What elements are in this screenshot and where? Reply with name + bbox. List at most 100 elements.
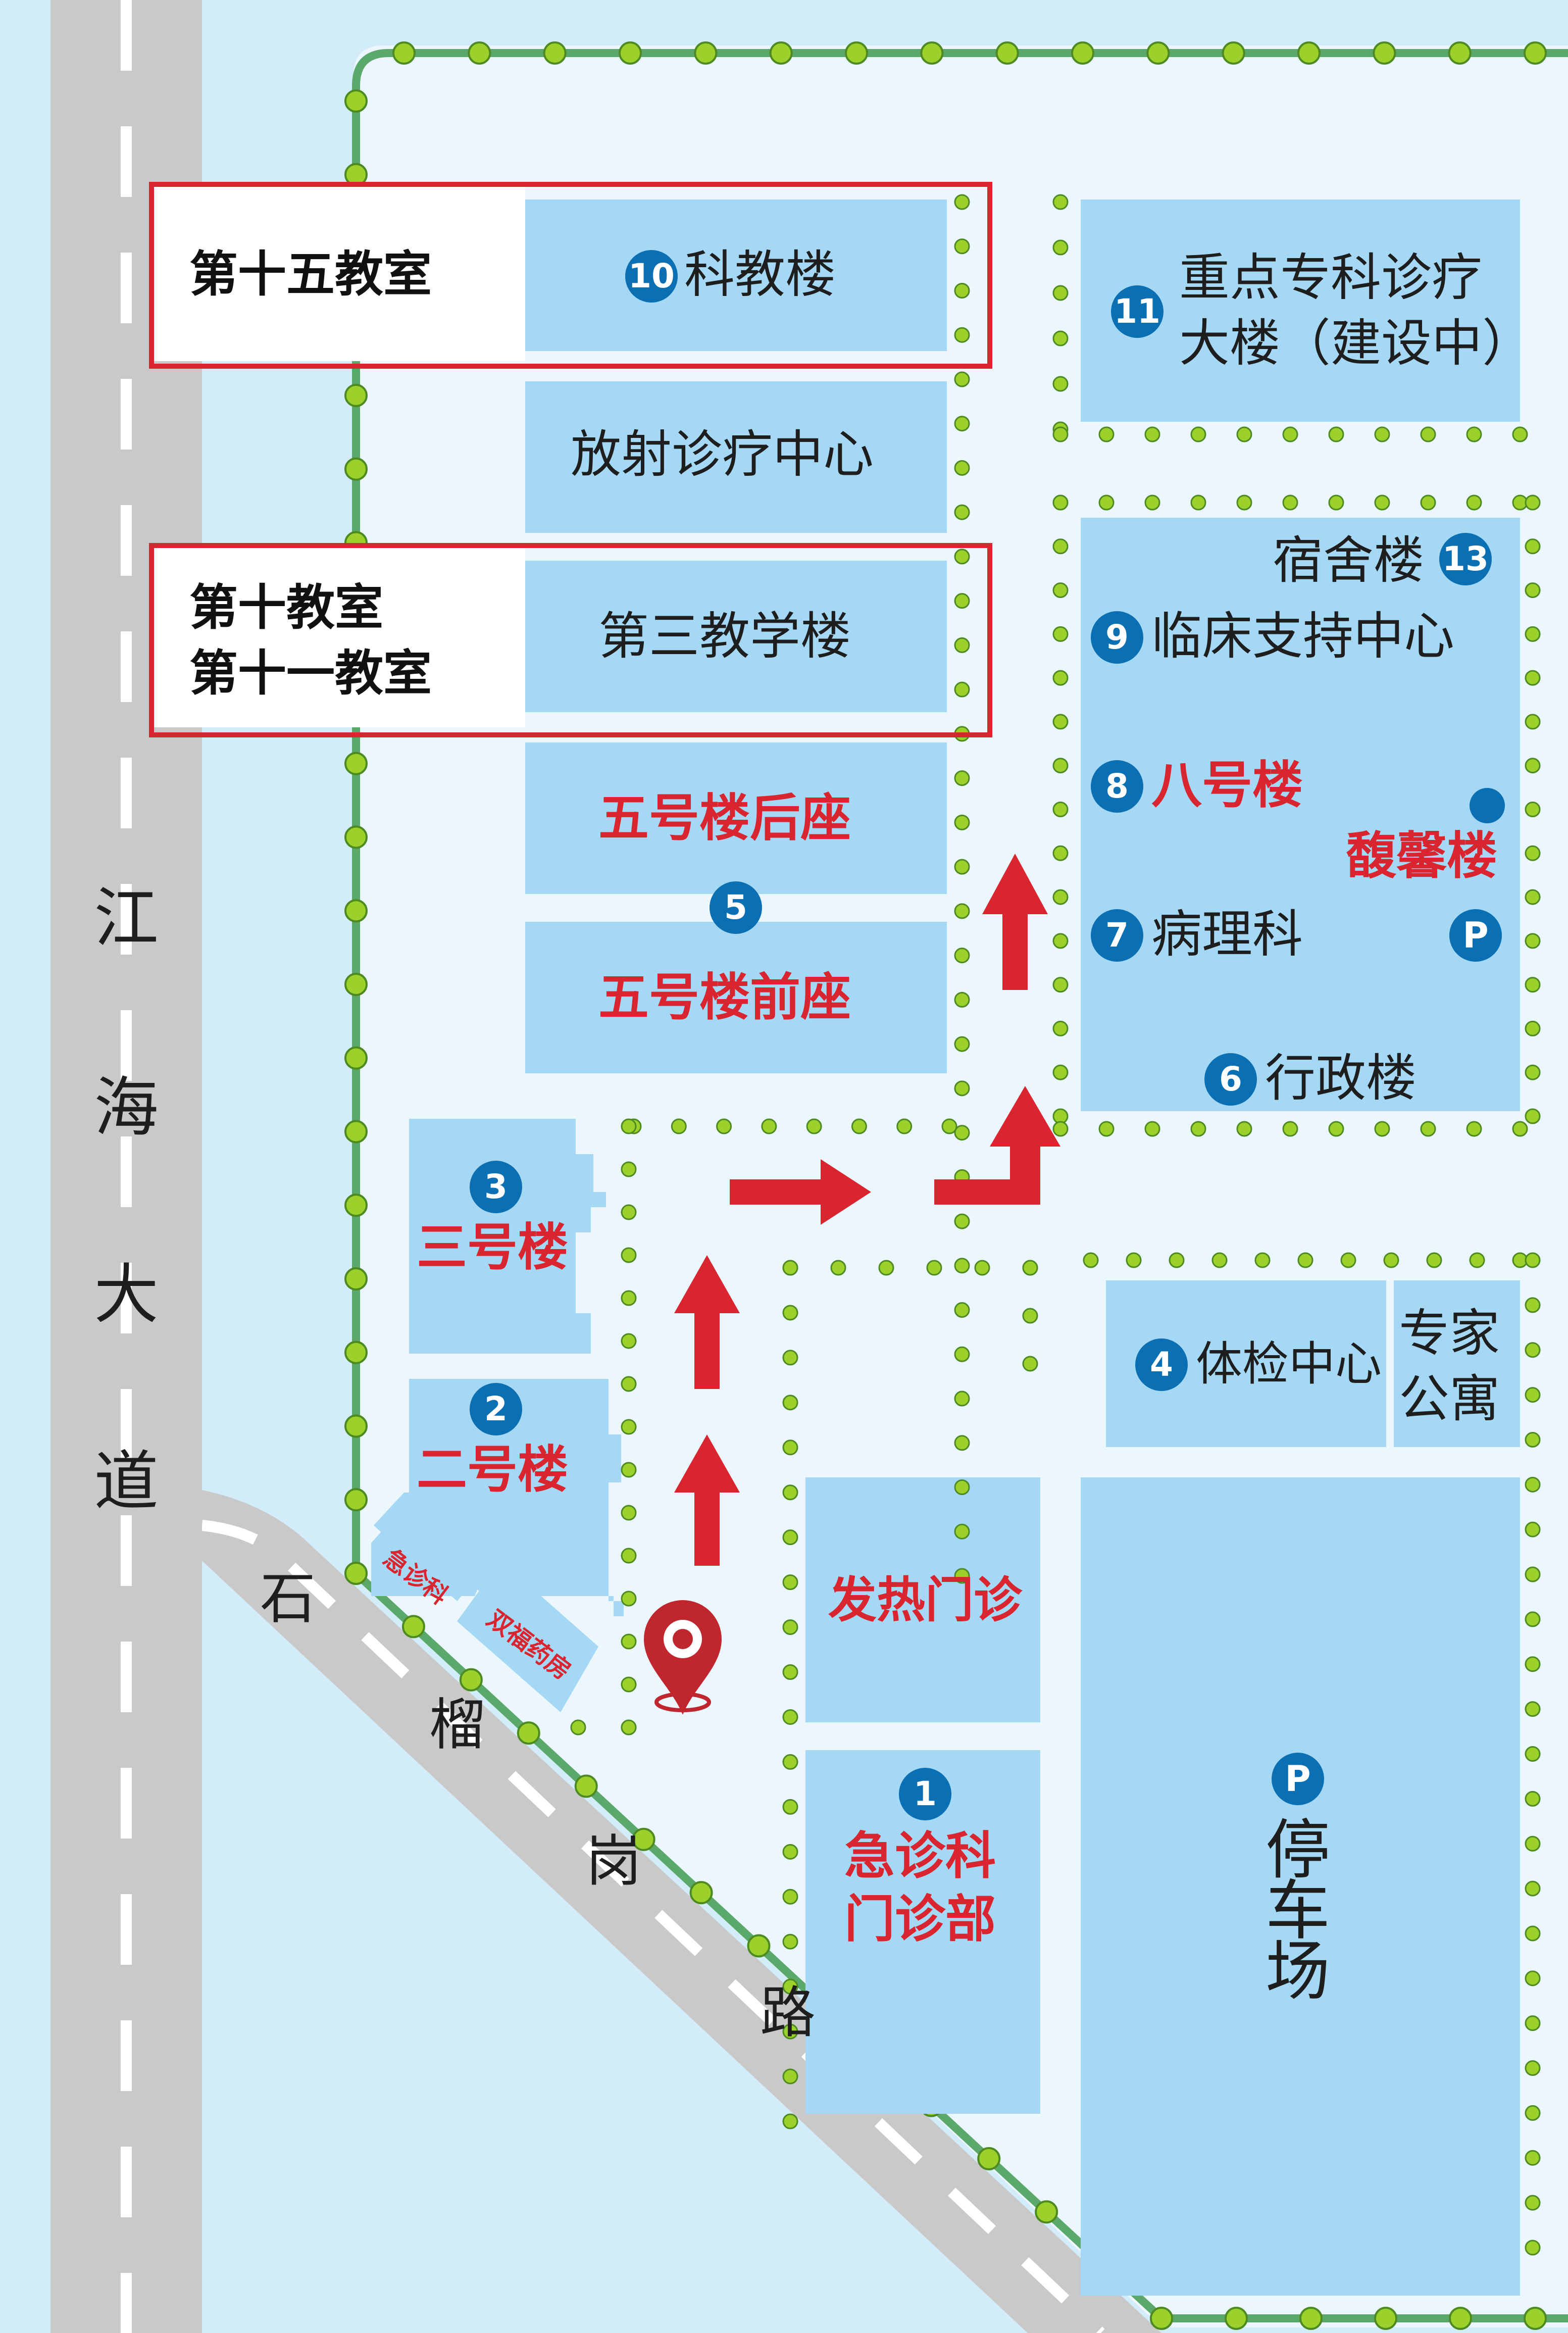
tree-dot [621, 1419, 637, 1435]
tree-dot [1211, 1252, 1228, 1268]
tree-dot [1525, 626, 1541, 642]
tree-dot [570, 1719, 586, 1735]
tree-dot [782, 1978, 798, 1995]
hedge-tree [344, 1414, 368, 1438]
tree-dot [1022, 1356, 1038, 1372]
hedge-tree [1222, 41, 1245, 65]
tree-dot [1525, 1701, 1541, 1717]
hedge-tree [1150, 2307, 1173, 2330]
tree-dot [954, 1346, 970, 1362]
tree-dot [954, 991, 970, 1008]
callout-top-text: 第十五教室 [189, 246, 432, 303]
tree-dot [1525, 714, 1541, 730]
callout-middle-label-bg [154, 548, 525, 727]
hedge-tree [574, 1774, 598, 1798]
parking-lot[interactable] [1081, 1477, 1520, 2296]
hedge-tree [344, 752, 368, 775]
label-parking-char-3: 场 [1265, 1934, 1330, 2009]
marker-6: 6 [1204, 1053, 1257, 1106]
hedge-tree [401, 1615, 425, 1639]
building-radiology[interactable] [525, 381, 947, 533]
tree-dot [1144, 1121, 1160, 1137]
tree-dot [851, 1118, 867, 1134]
callout-top-frame [149, 182, 992, 369]
hedge-tree [1374, 2307, 1397, 2330]
tree-dot [1512, 426, 1528, 442]
pharmacy-shape[interactable] [457, 1561, 598, 1712]
tree-dot [782, 1754, 798, 1770]
hedge-tree [517, 1721, 540, 1745]
building-5-back[interactable] [525, 742, 947, 894]
tree-dot [782, 1799, 798, 1815]
tree-dot [954, 416, 970, 432]
tree-dot [1525, 758, 1541, 774]
hedge-tree [344, 973, 368, 996]
hedge-tree [977, 2147, 1001, 2170]
label-building-5-front: 五号楼前座 [598, 968, 851, 1027]
tree-dot [1098, 1121, 1115, 1137]
tree-dot [782, 2068, 798, 2084]
tree-dot [621, 1505, 637, 1521]
tree-dot [1052, 376, 1069, 392]
tree-dot [896, 1118, 913, 1134]
interior-tree-dots [570, 194, 1541, 2256]
tree-dot [1525, 1835, 1541, 1852]
tree-dot [782, 1844, 798, 1860]
tree-dot [954, 1258, 970, 1274]
building-5-front[interactable] [525, 922, 947, 1073]
tree-dot [1190, 426, 1206, 442]
hedge-tree [995, 41, 1019, 65]
tree-dot [1052, 802, 1069, 817]
road-jianghai-char-2: 海 [93, 1070, 159, 1146]
tree-dot [621, 1376, 637, 1392]
marker-9: 9 [1091, 611, 1143, 664]
label-building-1-line1: 急诊科 [844, 1826, 996, 1885]
building-complex-6-13[interactable] [1081, 518, 1520, 1111]
emergency-small-shape[interactable] [374, 1493, 487, 1601]
road-shiliugang-char-1: 石 [260, 1566, 316, 1631]
label-building-2: 二号楼 [417, 1440, 568, 1499]
hedge-tree [769, 41, 793, 65]
tree-dot [1052, 889, 1069, 905]
tree-dot [782, 1260, 798, 1276]
building-10[interactable] [525, 200, 947, 351]
tree-dot [782, 1484, 798, 1501]
tree-dot [1525, 494, 1541, 511]
tree-dot [1525, 1064, 1541, 1080]
label-parking-char-2: 车 [1265, 1873, 1330, 1949]
tree-dot [1052, 239, 1069, 256]
tree-dot [1525, 2105, 1541, 2121]
label-parking-char-1: 停 [1265, 1813, 1330, 1888]
hedge-tree [619, 41, 642, 65]
tree-dot [954, 194, 970, 210]
tree-dot [1525, 889, 1541, 905]
hedge-tree [1524, 41, 1547, 65]
building-expert-apartment[interactable] [1394, 1280, 1520, 1447]
hedge-tree [1448, 41, 1472, 65]
building-fever-clinic[interactable] [805, 1477, 1040, 1722]
label-building-1-line2: 门诊部 [844, 1890, 996, 1949]
tree-dot [1525, 2060, 1541, 2076]
tree-dot [1426, 1252, 1442, 1268]
tree-dot [1383, 1252, 1399, 1268]
tree-dot [621, 1247, 637, 1263]
tree-dot [954, 504, 970, 520]
tree-dot [1466, 494, 1482, 511]
hedge-tree [344, 1562, 368, 1585]
tree-dot [954, 282, 970, 299]
tree-dot [1052, 977, 1069, 993]
label-expert-line2: 公寓 [1399, 1369, 1500, 1428]
tree-dot [954, 327, 970, 343]
route-arrow-turn [934, 1086, 1060, 1205]
tree-dot [1052, 582, 1069, 599]
tree-dot [621, 1676, 637, 1693]
building-teaching-3[interactable] [525, 561, 947, 712]
road-jianghai-char-1: 江 [93, 881, 159, 956]
shiliugang-road [202, 1490, 1161, 2333]
hedge-tree [747, 1934, 771, 1958]
building-3-shape[interactable] [409, 1119, 606, 1354]
tree-dot [1525, 538, 1541, 555]
hedge-tree [689, 1881, 713, 1905]
tree-dot [1052, 626, 1069, 642]
tree-dot [782, 1709, 798, 1725]
